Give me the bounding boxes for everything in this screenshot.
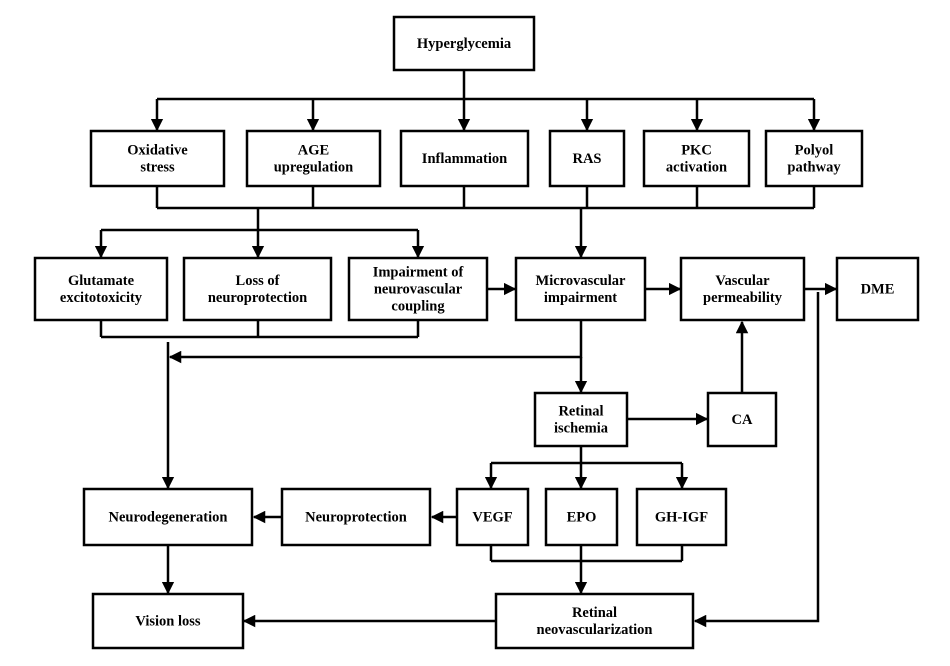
box-label-line: Microvascular bbox=[536, 273, 626, 289]
box-frame bbox=[635, 487, 728, 547]
box-label-line: Retinal bbox=[558, 403, 603, 419]
box-label-line: neuroprotection bbox=[208, 290, 307, 306]
box-label-line: Retinal bbox=[572, 605, 617, 621]
connectors bbox=[94, 70, 838, 628]
box-label-line: Inflammation bbox=[422, 151, 507, 167]
box-label-line: Loss of bbox=[236, 273, 280, 289]
box-frame bbox=[33, 256, 169, 322]
box-frame bbox=[89, 129, 226, 188]
vision-loss-box: Vision loss bbox=[91, 592, 245, 650]
box-frame bbox=[548, 129, 626, 188]
box-label-line: Oxidative bbox=[127, 142, 188, 158]
box-label-line: activation bbox=[666, 159, 727, 175]
box-label-line: permeability bbox=[703, 290, 783, 306]
box-label-line: coupling bbox=[391, 298, 445, 314]
box-label-line: ischemia bbox=[554, 420, 609, 436]
connector-row2-drops bbox=[155, 186, 816, 208]
box-label-line: Impairment of bbox=[373, 264, 464, 280]
box-label-line: Vision loss bbox=[135, 613, 200, 629]
hyperglycemia-box: Hyperglycemia bbox=[392, 15, 536, 72]
box-frame bbox=[494, 592, 695, 650]
connector-neural-collector bbox=[99, 320, 420, 339]
ras-box: RAS bbox=[548, 129, 626, 188]
box-frame bbox=[245, 129, 382, 188]
box-frame bbox=[399, 129, 530, 188]
box-frame bbox=[455, 487, 530, 547]
box-frame bbox=[91, 592, 245, 650]
box-label-line: Vascular bbox=[715, 273, 770, 289]
neuroprotection-box: Neuroprotection bbox=[280, 487, 432, 547]
inflammation-box: Inflammation bbox=[399, 129, 530, 188]
neurodegeneration-box: Neurodegeneration bbox=[82, 487, 254, 547]
box-label-line: AGE bbox=[298, 142, 329, 158]
box-frame bbox=[280, 487, 432, 547]
box-label-line: CA bbox=[732, 412, 753, 428]
gh-igf-box: GH-IGF bbox=[635, 487, 728, 547]
box-frame bbox=[347, 256, 489, 322]
connector-factors-collector bbox=[489, 545, 684, 563]
box-label-line: Glutamate bbox=[68, 273, 135, 289]
box-label-line: RAS bbox=[572, 151, 601, 167]
box-label-line: VEGF bbox=[472, 509, 512, 525]
box-frame bbox=[514, 256, 647, 322]
box-frame bbox=[82, 487, 254, 547]
box-label-line: Neuroprotection bbox=[305, 509, 407, 525]
box-label-line: impairment bbox=[544, 290, 617, 306]
box-label-line: Neurodegeneration bbox=[109, 509, 228, 525]
box-label-line: Polyol bbox=[795, 142, 834, 158]
box-label-line: stress bbox=[140, 159, 175, 175]
box-frame bbox=[392, 15, 536, 72]
box-label-line: pathway bbox=[787, 159, 841, 175]
arrow-microvascular-to-neural-path bbox=[168, 320, 583, 364]
box-frame bbox=[706, 391, 778, 448]
vegf-box: VEGF bbox=[455, 487, 530, 547]
connector-ischemia-to-factors bbox=[491, 446, 682, 465]
box-frame bbox=[679, 256, 806, 322]
dme-box: DME bbox=[835, 256, 920, 322]
box-label-line: neurovascular bbox=[374, 281, 463, 297]
arrow-dme-to-neovascularization bbox=[693, 292, 820, 628]
box-label-line: GH-IGF bbox=[655, 509, 708, 525]
box-frame bbox=[544, 487, 619, 547]
box-label-line: upregulation bbox=[274, 159, 354, 175]
box-label-line: PKC bbox=[681, 142, 712, 158]
box-label-line: neovascularization bbox=[537, 622, 653, 638]
epo-box: EPO bbox=[544, 487, 619, 547]
box-frame bbox=[764, 129, 864, 188]
box-label-line: DME bbox=[861, 281, 895, 297]
box-frame bbox=[642, 129, 751, 188]
box-frame bbox=[182, 256, 333, 322]
box-frame bbox=[835, 256, 920, 322]
box-label-line: excitotoxicity bbox=[60, 290, 143, 306]
box-label-line: EPO bbox=[567, 509, 597, 525]
box-frame bbox=[533, 391, 629, 448]
ca-box: CA bbox=[706, 391, 778, 448]
box-label-line: Hyperglycemia bbox=[417, 36, 512, 52]
